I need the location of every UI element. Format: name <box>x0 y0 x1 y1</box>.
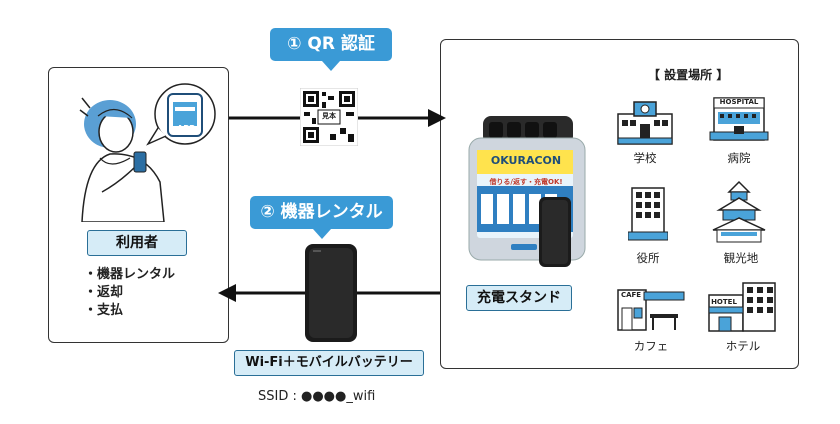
location-label-hotel: ホテル <box>725 339 761 353</box>
location-label-school: 学校 <box>633 151 657 165</box>
ssid-text: SSID : ●●●●_wifi <box>258 389 376 404</box>
user-title: 利用者 <box>87 230 187 256</box>
qr-code-icon <box>300 88 358 146</box>
location-label-cafe: カフェ <box>633 339 669 353</box>
cafe-icon <box>617 289 685 331</box>
hotel-icon <box>708 282 776 332</box>
hospital-sign: HOSPITAL <box>719 98 759 106</box>
step1-label: QR 認証 <box>307 34 375 54</box>
user-actions: ・機器レンタル ・返却 ・支払 <box>84 266 175 320</box>
castle-icon <box>712 180 766 243</box>
action-return: ・返却 <box>84 285 124 300</box>
station-banner: 借りる/返す・充電OK! <box>489 178 563 186</box>
station-brand: OKURACON <box>490 154 562 167</box>
step1-callout: ① QR 認証 <box>270 28 392 71</box>
device-label: Wi-Fi＋モバイルバッテリー <box>234 350 424 376</box>
cafe-sign: CAFE <box>620 291 642 299</box>
step2-number: ② <box>260 202 275 222</box>
school-icon <box>617 101 673 145</box>
station-title: 充電スタンド <box>466 285 572 311</box>
city-hall-icon <box>628 187 668 241</box>
step1-number: ① <box>287 34 302 54</box>
step2-callout: ② 機器レンタル <box>250 196 393 239</box>
hospital-icon <box>709 97 769 141</box>
location-label-hospital: 病院 <box>727 151 751 165</box>
action-payment: ・支払 <box>84 303 124 318</box>
action-rental: ・機器レンタル <box>84 267 176 282</box>
hotel-sign: HOTEL <box>711 298 737 306</box>
qr-sample-label: 見本 <box>322 112 336 120</box>
location-label-castle: 観光地 <box>723 251 759 265</box>
location-label-city-hall: 役所 <box>636 251 660 265</box>
locations-header: 【 設置場所 】 <box>648 68 729 82</box>
step2-label: 機器レンタル <box>280 202 383 222</box>
user-illustration <box>79 83 216 222</box>
station-battery-icon <box>539 197 571 267</box>
battery-device-icon <box>305 244 357 342</box>
phone-app-label: APP <box>177 124 195 133</box>
